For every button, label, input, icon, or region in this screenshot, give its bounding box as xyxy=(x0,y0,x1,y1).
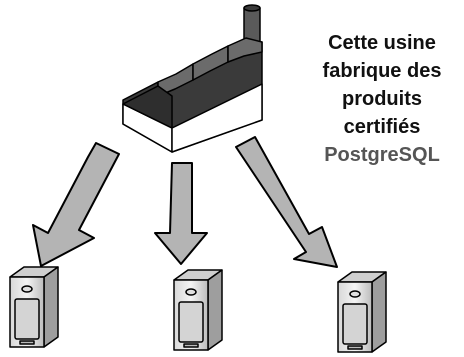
roof-strip-3 xyxy=(227,37,263,63)
factory-side-wall xyxy=(171,83,263,153)
caption-line-3: produits xyxy=(342,88,422,110)
caption-highlight: PostgreSQL xyxy=(324,144,440,166)
factory-icon xyxy=(122,4,263,153)
server-center xyxy=(173,269,223,351)
server-tower-icon xyxy=(337,271,387,353)
arrow-center xyxy=(154,162,208,265)
factory-top xyxy=(122,85,173,129)
arrow-down-icon xyxy=(235,136,338,268)
arrow-right xyxy=(235,136,338,268)
server-left xyxy=(9,266,59,348)
arrow-down-icon xyxy=(32,142,120,267)
chimney-top xyxy=(243,4,261,12)
server-tower-icon xyxy=(173,269,223,351)
arrow-down-icon xyxy=(154,162,208,265)
caption: Cette usine fabrique des produits certif… xyxy=(300,29,464,169)
caption-line-2: fabrique des xyxy=(322,60,442,82)
caption-line-1: Cette usine xyxy=(328,32,436,54)
caption-line-4: certifiés xyxy=(343,116,421,138)
server-tower-icon xyxy=(9,266,59,348)
arrow-left xyxy=(32,142,120,267)
server-right xyxy=(337,271,387,353)
